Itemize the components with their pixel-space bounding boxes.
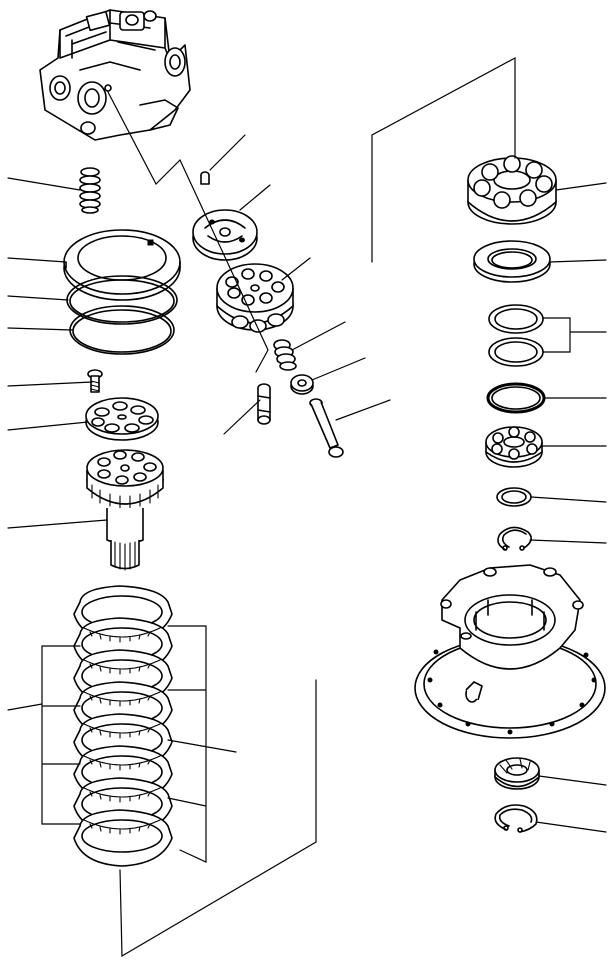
pin	[200, 171, 210, 185]
motor-housing	[39, 9, 191, 141]
roller-bearing	[467, 155, 557, 225]
shim-2	[488, 337, 544, 367]
spring-guide	[273, 339, 297, 371]
leader-lines	[7, 56, 607, 958]
piston	[257, 383, 271, 425]
oil-seal	[473, 240, 551, 283]
push-rod	[309, 398, 344, 458]
bearing-cone	[494, 757, 540, 790]
retaining-ring	[494, 804, 538, 833]
separator-plate-set	[83, 627, 161, 835]
small-bolt	[87, 369, 103, 393]
snap-ring-small	[497, 526, 532, 551]
seal-ring-large	[63, 229, 181, 301]
snap-ring-large	[486, 382, 546, 414]
cylinder-block	[216, 263, 294, 333]
drive-shaft	[86, 449, 164, 571]
spring-set	[79, 167, 101, 214]
shim-1	[488, 304, 544, 334]
valve-plate	[192, 209, 258, 261]
friction-plate-set	[73, 585, 173, 867]
spacer-ring	[496, 487, 532, 507]
washer	[290, 374, 314, 395]
o-ring-2	[69, 305, 175, 355]
flange-housing	[414, 564, 606, 739]
ball-bearing	[485, 426, 543, 468]
retainer-plate	[85, 397, 159, 441]
